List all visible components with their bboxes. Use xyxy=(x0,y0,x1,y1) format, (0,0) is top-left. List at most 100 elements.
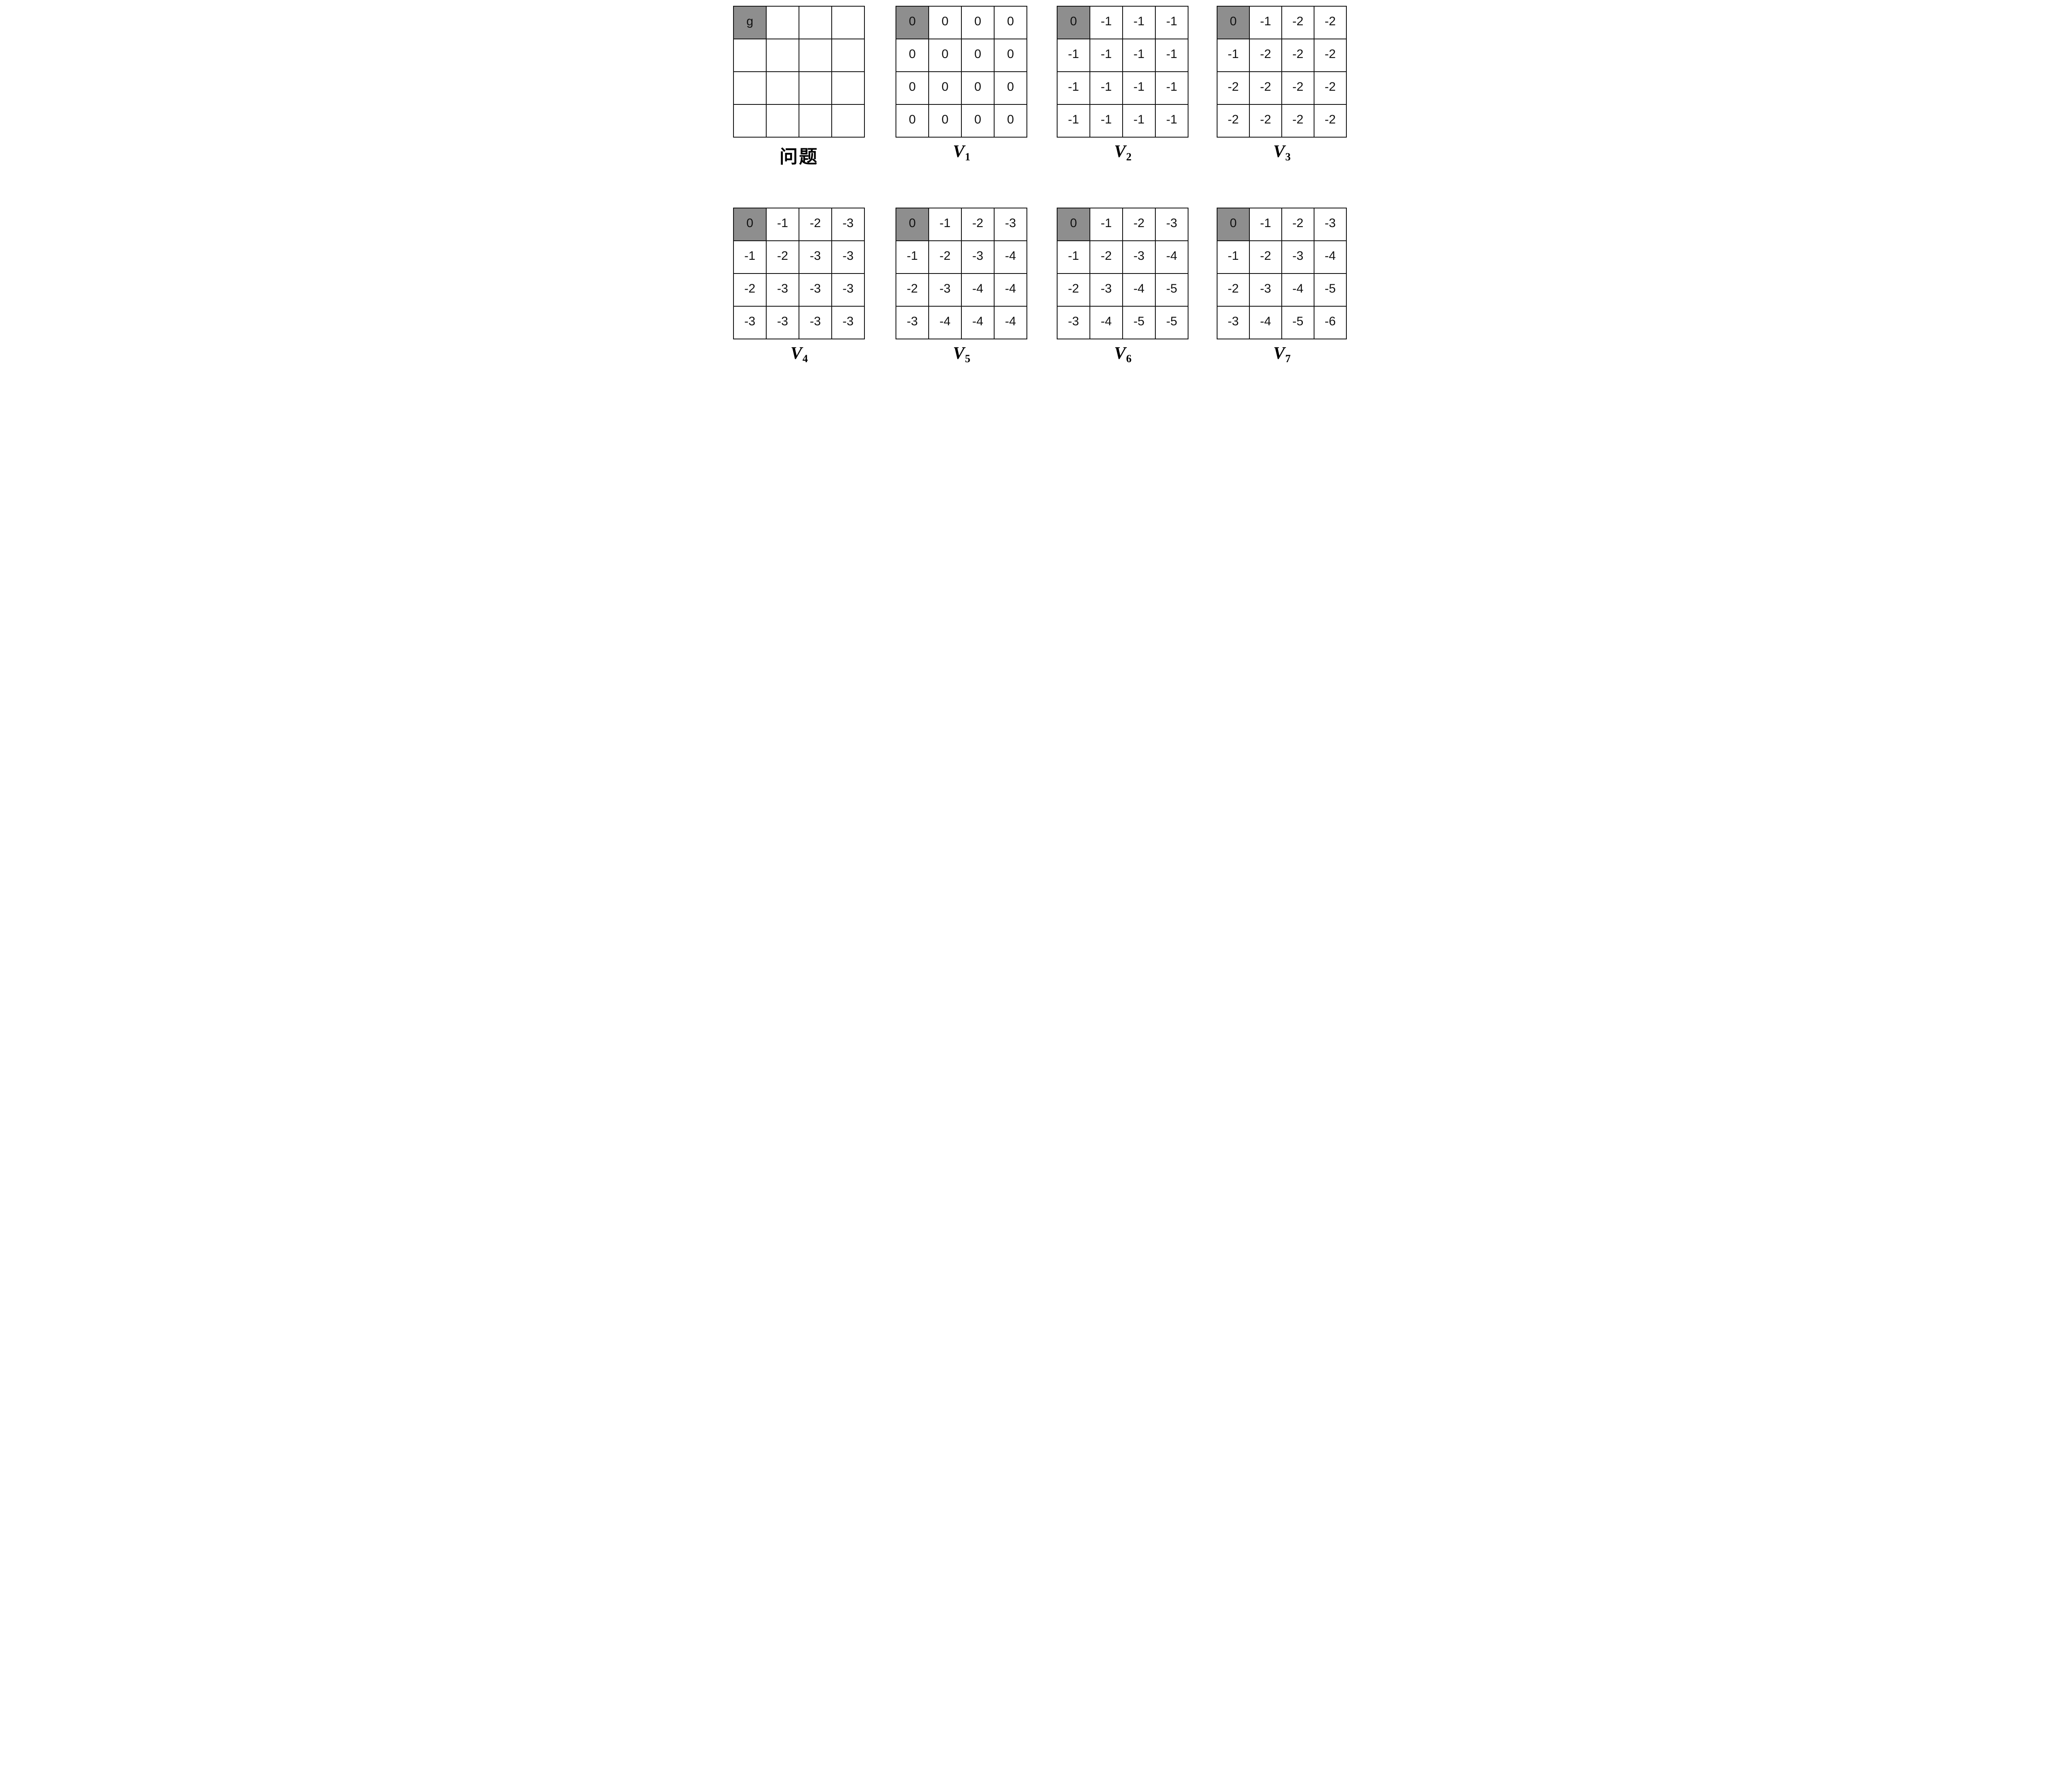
grid-cell: -3 xyxy=(961,240,995,274)
grid-cell xyxy=(831,71,865,105)
grid-cell: -3 xyxy=(928,273,962,307)
grid-cell: -2 xyxy=(896,273,929,307)
panel-v4: 0 -1 -2 -3 -1 -2 -3 -3 -2 -3 -3 -3 -3 -3… xyxy=(733,208,865,365)
grid-cell: -2 xyxy=(1249,39,1282,72)
grid-cell: -4 xyxy=(1314,240,1347,274)
v4-label: V4 xyxy=(790,344,808,365)
value-grid-v1: 0 0 0 0 0 0 0 0 0 0 0 0 0 0 0 0 xyxy=(896,6,1027,138)
v7-label: V7 xyxy=(1273,344,1291,365)
grid-cell-goal: 0 xyxy=(896,6,929,39)
grid-cell: -1 xyxy=(1089,71,1123,105)
panel-caption-problem: 问题 xyxy=(733,142,865,168)
panel-v3: 0 -1 -2 -2 -1 -2 -2 -2 -2 -2 -2 -2 -2 -2… xyxy=(1217,6,1347,163)
grid-cell: -2 xyxy=(1057,273,1090,307)
grid-cell xyxy=(733,104,767,138)
grid-cell: 0 xyxy=(961,104,995,138)
grid-cell: 0 xyxy=(928,71,962,105)
grid-cell xyxy=(766,104,799,138)
panel-v6: 0 -1 -2 -3 -1 -2 -3 -4 -2 -3 -4 -5 -3 -4… xyxy=(1057,208,1188,365)
grid-cell xyxy=(733,39,767,72)
panel-caption-v1: V1 xyxy=(896,142,1027,163)
grid-cell: -2 xyxy=(1122,208,1156,241)
grid-cell: -3 xyxy=(831,208,865,241)
grid-cell: -1 xyxy=(1089,6,1123,39)
grid-cell: -2 xyxy=(1314,6,1347,39)
grid-cell xyxy=(831,104,865,138)
grid-cell: 0 xyxy=(994,39,1027,72)
grid-cell: -1 xyxy=(1122,71,1156,105)
grid-cell: 0 xyxy=(961,39,995,72)
value-grid-v2: 0 -1 -1 -1 -1 -1 -1 -1 -1 -1 -1 -1 -1 -1… xyxy=(1057,6,1188,138)
grid-cell: -3 xyxy=(1122,240,1156,274)
panel-caption-v5: V5 xyxy=(896,344,1027,365)
grid-cell: -4 xyxy=(1281,273,1314,307)
grid-cell: -1 xyxy=(1155,39,1188,72)
panel-caption-v7: V7 xyxy=(1217,344,1347,365)
grid-cell: -2 xyxy=(1314,39,1347,72)
v1-label: V1 xyxy=(953,142,971,163)
grid-cell: -3 xyxy=(896,306,929,339)
grid-cell: -4 xyxy=(1155,240,1188,274)
panel-v1: 0 0 0 0 0 0 0 0 0 0 0 0 0 0 0 0 xyxy=(896,6,1027,163)
panel-caption-v3: V3 xyxy=(1217,142,1347,163)
grid-cell: -3 xyxy=(1314,208,1347,241)
grid-cell: -2 xyxy=(799,208,832,241)
grid-cell: -4 xyxy=(994,273,1027,307)
grid-cell-goal: g xyxy=(733,6,767,39)
panel-caption-v6: V6 xyxy=(1057,344,1188,365)
grid-cell: -5 xyxy=(1281,306,1314,339)
grid-cell: -3 xyxy=(799,240,832,274)
grid-cell: 0 xyxy=(896,71,929,105)
grid-cell: -4 xyxy=(961,306,995,339)
grid-cell xyxy=(733,71,767,105)
v3-label: V3 xyxy=(1273,142,1291,163)
grid-cell: -1 xyxy=(766,208,799,241)
grid-cell: -2 xyxy=(766,240,799,274)
grid-cell: -2 xyxy=(1281,39,1314,72)
grid-cell-goal: 0 xyxy=(1057,208,1090,241)
grid-cell: -1 xyxy=(1122,104,1156,138)
grid-cell-goal: 0 xyxy=(1217,208,1250,241)
grid-cell: -3 xyxy=(1057,306,1090,339)
grid-cell: -3 xyxy=(1217,306,1250,339)
grid-cell: -4 xyxy=(1249,306,1282,339)
grid-cell: -1 xyxy=(1155,6,1188,39)
grid-cell: -1 xyxy=(1057,39,1090,72)
grid-cell: 0 xyxy=(928,6,962,39)
grid-cell-goal: 0 xyxy=(1057,6,1090,39)
v5-label: V5 xyxy=(953,344,971,365)
grid-cell: -1 xyxy=(1089,39,1123,72)
panel-caption-v4: V4 xyxy=(733,344,865,365)
grid-cell: -2 xyxy=(1314,104,1347,138)
grid-cell: -3 xyxy=(766,306,799,339)
grid-cell: -2 xyxy=(1281,208,1314,241)
grid-cell: -2 xyxy=(1217,104,1250,138)
grid-cell: -4 xyxy=(1089,306,1123,339)
grid-cell: -1 xyxy=(1089,104,1123,138)
value-grid-v6: 0 -1 -2 -3 -1 -2 -3 -4 -2 -3 -4 -5 -3 -4… xyxy=(1057,208,1188,339)
grid-cell xyxy=(799,6,832,39)
grid-cell: -1 xyxy=(1057,240,1090,274)
v7-subscript: 7 xyxy=(1285,353,1291,365)
grid-cell: -2 xyxy=(1089,240,1123,274)
panel-v7: 0 -1 -2 -3 -1 -2 -3 -4 -2 -3 -4 -5 -3 -4… xyxy=(1217,208,1347,365)
grid-cell: -3 xyxy=(1155,208,1188,241)
grid-cell: -3 xyxy=(994,208,1027,241)
grid-cell: -5 xyxy=(1155,306,1188,339)
grid-cell: 0 xyxy=(994,6,1027,39)
grid-cell: -3 xyxy=(799,306,832,339)
grid-cell: -1 xyxy=(1155,104,1188,138)
grid-cell: -3 xyxy=(733,306,767,339)
grid-cell: -2 xyxy=(928,240,962,274)
grid-cell: -1 xyxy=(928,208,962,241)
grid-cell xyxy=(766,39,799,72)
panel-caption-v2: V2 xyxy=(1057,142,1188,163)
grid-cell xyxy=(766,6,799,39)
grid-cell: -2 xyxy=(1217,71,1250,105)
grid-cell: -3 xyxy=(799,273,832,307)
grid-cell: -5 xyxy=(1314,273,1347,307)
grid-cell: -2 xyxy=(1249,240,1282,274)
grid-cell xyxy=(799,104,832,138)
panel-problem: g xyxy=(733,6,865,168)
grid-cell: -2 xyxy=(1249,71,1282,105)
